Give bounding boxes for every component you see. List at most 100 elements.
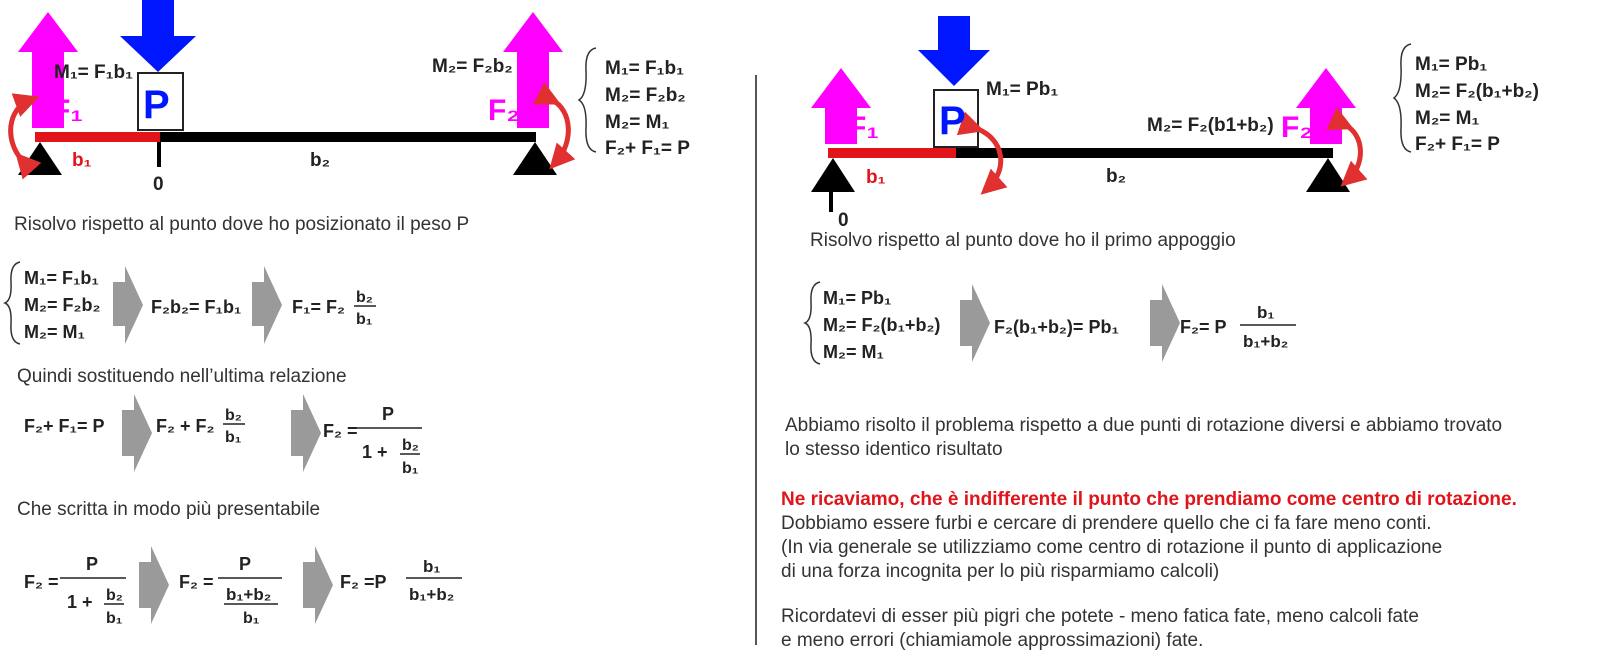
right-label-f1: F₁ bbox=[848, 111, 879, 144]
right-segment-b2 bbox=[956, 148, 1333, 158]
left-final-result-lhs: F₂ =P bbox=[340, 572, 387, 592]
left-step-eq: F₂b₂= F₁b₁ bbox=[151, 297, 241, 317]
left-p-num: P bbox=[382, 404, 394, 424]
left-segment-b2 bbox=[160, 132, 536, 142]
left-step-arrow-5 bbox=[139, 546, 169, 624]
left-final-inner-num: b₂ bbox=[106, 587, 123, 604]
right-para1-line2: lo stesso identico risultato bbox=[785, 439, 1003, 460]
right-moment-p-icon bbox=[956, 111, 1008, 195]
left-heading-3: Che scritta in modo più presentabile bbox=[17, 499, 320, 520]
left-inner-den: b₁ bbox=[402, 460, 419, 477]
right-heading-1: Risolvo rispetto al punto dove ho il pri… bbox=[810, 230, 1236, 251]
left-final-lhs-1: F₂ = bbox=[24, 572, 59, 592]
left-final-result-num: b₁ bbox=[423, 557, 440, 576]
left-f1-lhs: F₁= F₂ bbox=[292, 297, 345, 317]
left-step-arrow-2 bbox=[252, 266, 282, 344]
right-para2-line4: di una forza incognita per lo più rispar… bbox=[781, 561, 1220, 582]
left-step-arrow-3 bbox=[122, 394, 152, 472]
left-f2-eq: F₂ = bbox=[323, 421, 358, 441]
left-system-4: F₂+ F₁= P bbox=[605, 138, 690, 159]
right-sys2-1: M₁= Pb₁ bbox=[823, 288, 891, 308]
right-para2-line3: (In via generale se utilizziamo come cen… bbox=[781, 537, 1443, 558]
right-step-arrow-1 bbox=[960, 284, 990, 362]
left-load-box bbox=[137, 72, 184, 131]
right-system-4: F₂+ F₁= P bbox=[1415, 134, 1500, 155]
right-system-1: M₁= Pb₁ bbox=[1415, 54, 1487, 75]
left-load-arrow bbox=[120, 0, 196, 72]
left-label-p: P bbox=[143, 83, 170, 127]
left-moment-b-icon bbox=[532, 82, 576, 170]
left-label-f2: F₂ bbox=[488, 94, 520, 127]
left-label-f1: F₁ bbox=[52, 94, 83, 127]
left-moment-a-icon bbox=[8, 93, 42, 180]
left-heading-1: Risolvo rispetto al punto dove ho posizi… bbox=[14, 214, 469, 235]
right-support-b bbox=[1306, 158, 1350, 192]
left-step-arrow-6 bbox=[303, 546, 333, 624]
left-final-p-1: P bbox=[86, 554, 98, 574]
right-load-arrow bbox=[918, 16, 990, 86]
left-segment-b1 bbox=[35, 132, 160, 142]
left-label-b2: b₂ bbox=[310, 150, 330, 171]
right-origin-tick bbox=[829, 192, 833, 212]
right-label-p: P bbox=[939, 99, 966, 143]
left-system-2: M₂= F₂b₂ bbox=[605, 85, 686, 106]
right-label-m2: M₂= F₂(b1+b₂) bbox=[1147, 115, 1274, 136]
right-para3-line2: e meno errori (chiamiamole approssimazio… bbox=[781, 630, 1204, 651]
left-support-a bbox=[18, 142, 62, 175]
left-equation-row-2: F₂+ F₁= P F₂ + F₂ b₂ b₁ F₂ = P 1 + b₂ b₁ bbox=[24, 394, 422, 477]
right-para1-line1: Abbiamo risolto il problema rispetto a d… bbox=[785, 415, 1503, 436]
right-sys2-3: M₂= M₁ bbox=[823, 342, 884, 362]
left-heading-2: Quindi sostituendo nell’ultima relazione bbox=[17, 366, 347, 387]
left-frac-den: b₁ bbox=[356, 311, 373, 328]
left-sys2-brace bbox=[3, 261, 21, 345]
left-sys2-2: M₂= F₂b₂ bbox=[24, 295, 101, 315]
right-beam-diagram: M₁= Pb₁ M₂= F₂(b1+b₂) F₁ F₂ P b₁ b₂ 0 M₁… bbox=[811, 16, 1539, 231]
right-sys2-brace bbox=[803, 281, 821, 365]
right-label-f2: F₂ bbox=[1281, 111, 1313, 144]
right-para2-line2: Dobbiamo essere furbi e cercare di prend… bbox=[781, 513, 1432, 534]
right-support-a bbox=[811, 158, 855, 192]
left-final-sum-b: b₁+b₂ bbox=[226, 585, 271, 604]
left-final-result-den: b₁+b₂ bbox=[409, 585, 454, 604]
left-sys2-1: M₁= F₁b₁ bbox=[24, 268, 99, 288]
right-label-m1: M₁= Pb₁ bbox=[986, 79, 1058, 100]
left-support-b bbox=[513, 142, 557, 175]
right-system-3: M₂= M₁ bbox=[1415, 108, 1479, 129]
right-system-2: M₂= F₂(b₁+b₂) bbox=[1415, 81, 1539, 102]
left-equation-row-1: M₁= F₁b₁ M₂= F₂b₂ M₂= M₁ F₂b₂= F₁b₁ F₁= … bbox=[3, 261, 376, 345]
left-origin-tick bbox=[157, 142, 161, 167]
left-system-brace bbox=[577, 47, 597, 153]
right-f1-arrow bbox=[811, 68, 871, 144]
left-one-plus: 1 + bbox=[362, 442, 388, 462]
right-segment-b1 bbox=[828, 148, 956, 158]
right-moment-b-icon bbox=[1326, 107, 1368, 187]
left-final-lhs-2: F₂ = bbox=[179, 572, 214, 592]
left-sub-frac-den: b₁ bbox=[225, 429, 242, 446]
right-sys2-2: M₂= F₂(b₁+b₂) bbox=[823, 315, 940, 335]
left-sub-frac-num: b₂ bbox=[225, 407, 242, 424]
right-para3-line1: Ricordatevi di esser più pigri che potet… bbox=[781, 606, 1419, 627]
left-step-arrow-4 bbox=[291, 394, 321, 472]
left-equation-row-3: F₂ = P 1 + b₂ b₁ F₂ = P b₁+b₂ b₁ F₂ =P b… bbox=[24, 546, 462, 627]
left-label-m1: M₁= F₁b₁ bbox=[54, 62, 133, 83]
right-result-lhs: F₂= P bbox=[1180, 317, 1227, 337]
left-frac-num: b₂ bbox=[356, 289, 373, 306]
left-sub-eq: F₂ + F₂ bbox=[156, 416, 215, 436]
left-final-p-2: P bbox=[239, 554, 251, 574]
right-label-origin: 0 bbox=[838, 210, 849, 231]
right-system-brace bbox=[1392, 43, 1412, 153]
left-final-one-plus: 1 + bbox=[67, 592, 93, 612]
right-result-den: b₁+b₂ bbox=[1243, 332, 1288, 351]
left-label-b1: b₁ bbox=[72, 150, 92, 171]
left-step-arrow-1 bbox=[113, 266, 143, 344]
right-result-num: b₁ bbox=[1257, 303, 1274, 322]
right-equation-row: M₁= Pb₁ M₂= F₂(b₁+b₂) M₂= M₁ F₂(b₁+b₂)= … bbox=[803, 281, 1296, 365]
left-final-inner-den: b₁ bbox=[106, 610, 123, 627]
left-system-3: M₂= M₁ bbox=[605, 112, 669, 133]
right-step-eq: F₂(b₁+b₂)= Pb₁ bbox=[994, 317, 1119, 337]
left-final-den-b1: b₁ bbox=[243, 610, 260, 627]
left-beam-diagram: M₁= F₁b₁ M₂= F₂b₂ F₁ F₂ P b₁ b₂ 0 M₁= F₁… bbox=[8, 0, 690, 195]
left-inner-num: b₂ bbox=[402, 437, 419, 454]
left-label-m2: M₂= F₂b₂ bbox=[432, 56, 513, 77]
